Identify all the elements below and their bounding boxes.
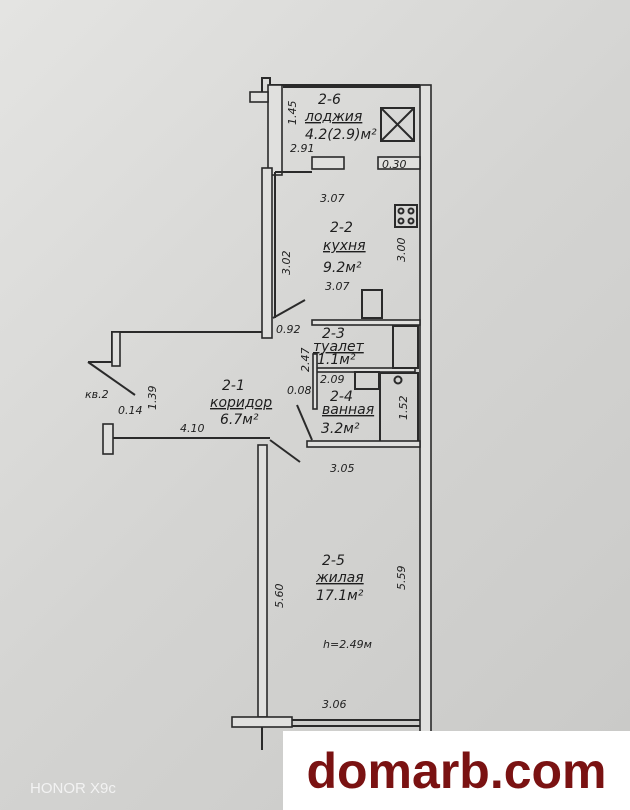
kitchen-room: 3.07 2-2 кухня 9.2м² 3.07 3.02 3.00 0.92	[261, 167, 418, 339]
dim-living-left: 5.60	[273, 584, 286, 609]
kitchen-shaft	[361, 289, 383, 319]
dim-corridor-width: 4.10	[180, 422, 205, 435]
bathroom-area: 3.2м²	[321, 421, 360, 437]
dim-kitchen-left: 3.02	[280, 251, 293, 276]
corridor-name: коридор	[210, 395, 272, 411]
loggia-name: лоджия	[304, 109, 362, 125]
corridor-area: 6.7м²	[220, 412, 259, 428]
dim-loggia-door: 0.30	[382, 158, 407, 171]
loggia-area: 4.2(2.9)м²	[305, 127, 377, 143]
kitchen-area: 9.2м²	[323, 260, 362, 276]
dim-loggia-height: 1.45	[286, 101, 299, 126]
ventilation-shaft	[380, 107, 415, 142]
apartment-label: кв.2	[85, 388, 109, 401]
bathroom-name: ванная	[322, 402, 374, 418]
kitchen-code: 2-2	[330, 220, 353, 236]
watermark: domarb.com	[283, 731, 630, 810]
kitchen-name: кухня	[323, 238, 366, 254]
dim-loggia-width: 2.91	[290, 142, 315, 155]
dim-living-top: 3.05	[330, 462, 355, 475]
dim-living-right: 5.59	[395, 566, 408, 591]
loggia-code: 2-6	[318, 92, 341, 108]
corridor-room: кв.2 1.39 0.14 4.10 2-1 коридор 6.7м²	[85, 331, 301, 463]
dim-bath-height: 1.52	[397, 396, 410, 421]
dim-bath-width: 2.09	[320, 373, 345, 386]
toilet-code: 2-3	[322, 326, 345, 342]
toilet-bath-block: 2-3 туалет 1.1м² 2.47 2.09 0.08 2-4 ванн…	[287, 319, 421, 448]
dim-kitchen-door: 0.92	[276, 323, 301, 336]
dim-corridor-small: 0.14	[118, 404, 143, 417]
watermark-text: domarb.com	[306, 742, 607, 799]
living-ceiling-height: h=2.49м	[323, 638, 372, 651]
corridor-code: 2-1	[222, 378, 245, 394]
loggia-room: 2-6 лоджия 4.2(2.9)м² 1.45 2.91 0.30	[249, 77, 421, 176]
dim-wall: 0.08	[287, 384, 312, 397]
camera-label: HONOR X9c	[30, 780, 116, 797]
dim-corridor-height: 1.39	[146, 386, 159, 411]
dim-kitchen-top: 3.07	[320, 192, 345, 205]
dim-living-bottom: 3.06	[322, 698, 347, 711]
living-room: 3.05 2-5 жилая 17.1м² h=2.49м 5.60 5.59 …	[231, 444, 420, 750]
toilet-area: 1.1м²	[317, 352, 356, 368]
living-name: жилая	[315, 570, 364, 586]
living-code: 2-5	[322, 553, 345, 569]
bathroom-code: 2-4	[330, 389, 353, 405]
dim-toilet-height: 2.47	[299, 348, 312, 373]
toilet-name: туалет	[313, 339, 365, 355]
stove-icon	[394, 204, 418, 228]
dim-kitchen-bottom: 3.07	[325, 280, 350, 293]
dim-kitchen-right: 3.00	[395, 238, 408, 263]
living-area: 17.1м²	[316, 588, 364, 604]
outer-wall-right	[419, 84, 432, 736]
